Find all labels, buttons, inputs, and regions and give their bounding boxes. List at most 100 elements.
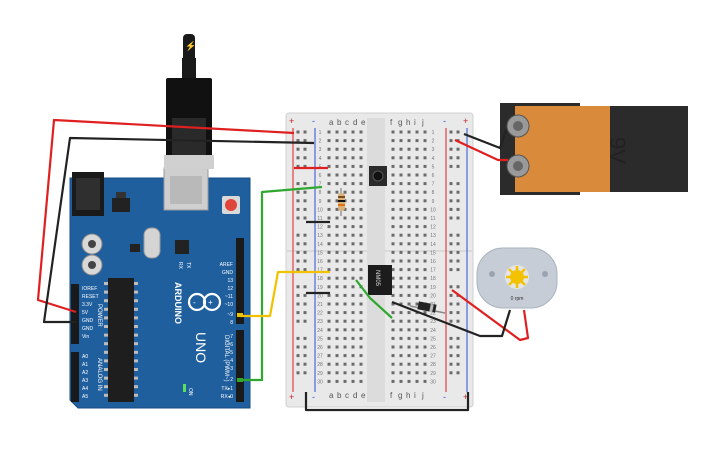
- breadboard-hole[interactable]: [359, 311, 363, 315]
- breadboard-hole[interactable]: [327, 242, 331, 246]
- breadboard-hole[interactable]: [351, 156, 355, 160]
- rail-hole[interactable]: [296, 285, 300, 289]
- breadboard-hole[interactable]: [351, 371, 355, 375]
- breadboard-hole[interactable]: [359, 216, 363, 220]
- breadboard-hole[interactable]: [423, 164, 427, 168]
- breadboard-hole[interactable]: [351, 130, 355, 134]
- breadboard-hole[interactable]: [359, 199, 363, 203]
- breadboard-hole[interactable]: [359, 293, 363, 297]
- breadboard-hole[interactable]: [359, 173, 363, 177]
- digital-header-top[interactable]: [236, 238, 244, 324]
- breadboard-hole[interactable]: [423, 276, 427, 280]
- breadboard-hole[interactable]: [351, 147, 355, 151]
- breadboard-hole[interactable]: [391, 354, 395, 358]
- rail-hole[interactable]: [296, 345, 300, 349]
- breadboard-hole[interactable]: [343, 362, 347, 366]
- breadboard-hole[interactable]: [327, 345, 331, 349]
- breadboard-hole[interactable]: [423, 371, 427, 375]
- rail-hole[interactable]: [296, 293, 300, 297]
- breadboard-hole[interactable]: [407, 233, 411, 237]
- rail-hole[interactable]: [456, 311, 460, 315]
- breadboard-hole[interactable]: [415, 164, 419, 168]
- rail-hole[interactable]: [296, 242, 300, 246]
- rail-hole[interactable]: [303, 302, 307, 306]
- wire-green-pin2[interactable]: [240, 185, 323, 382]
- breadboard-hole[interactable]: [423, 362, 427, 366]
- breadboard-hole[interactable]: [399, 199, 403, 203]
- breadboard-hole[interactable]: [335, 173, 339, 177]
- breadboard-hole[interactable]: [327, 371, 331, 375]
- rail-hole[interactable]: [303, 268, 307, 272]
- arduino-uno-board[interactable]: - + ARDUINO UNO POWER ANALOG IN DIGITAL …: [69, 167, 251, 409]
- rail-hole[interactable]: [303, 216, 307, 220]
- breadboard-hole[interactable]: [399, 207, 403, 211]
- rail-hole[interactable]: [296, 182, 300, 186]
- breadboard-hole[interactable]: [391, 319, 395, 323]
- breadboard-hole[interactable]: [359, 336, 363, 340]
- breadboard-hole[interactable]: [423, 268, 427, 272]
- breadboard-hole[interactable]: [399, 371, 403, 375]
- breadboard-hole[interactable]: [343, 311, 347, 315]
- breadboard-hole[interactable]: [407, 311, 411, 315]
- breadboard-hole[interactable]: [407, 242, 411, 246]
- rail-hole[interactable]: [449, 242, 453, 246]
- breadboard-hole[interactable]: [399, 345, 403, 349]
- rail-hole[interactable]: [449, 139, 453, 143]
- breadboard-hole[interactable]: [407, 130, 411, 134]
- breadboard-hole[interactable]: [399, 293, 403, 297]
- breadboard-hole[interactable]: [359, 379, 363, 383]
- breadboard-hole[interactable]: [399, 276, 403, 280]
- breadboard-hole[interactable]: [423, 285, 427, 289]
- rail-hole[interactable]: [296, 190, 300, 194]
- rail-hole[interactable]: [303, 139, 307, 143]
- breadboard-hole[interactable]: [391, 216, 395, 220]
- breadboard-hole[interactable]: [407, 319, 411, 323]
- breadboard-hole[interactable]: [343, 139, 347, 143]
- breadboard-hole[interactable]: [351, 379, 355, 383]
- breadboard-hole[interactable]: [343, 250, 347, 254]
- usb-cable[interactable]: ⚡: [164, 34, 214, 169]
- breadboard-hole[interactable]: [351, 328, 355, 332]
- rail-hole[interactable]: [303, 354, 307, 358]
- rail-hole[interactable]: [456, 199, 460, 203]
- rail-hole[interactable]: [303, 156, 307, 160]
- breadboard-hole[interactable]: [327, 268, 331, 272]
- breadboard-hole[interactable]: [407, 173, 411, 177]
- breadboard-hole[interactable]: [399, 311, 403, 315]
- rail-hole[interactable]: [296, 139, 300, 143]
- breadboard-hole[interactable]: [359, 276, 363, 280]
- breadboard-hole[interactable]: [343, 276, 347, 280]
- rail-hole[interactable]: [449, 259, 453, 263]
- breadboard-hole[interactable]: [335, 207, 339, 211]
- breadboard-hole[interactable]: [415, 259, 419, 263]
- breadboard-hole[interactable]: [335, 336, 339, 340]
- breadboard-hole[interactable]: [399, 259, 403, 263]
- rail-hole[interactable]: [449, 354, 453, 358]
- breadboard-hole[interactable]: [335, 242, 339, 246]
- breadboard-hole[interactable]: [415, 199, 419, 203]
- breadboard-hole[interactable]: [423, 199, 427, 203]
- breadboard-hole[interactable]: [423, 311, 427, 315]
- breadboard-hole[interactable]: [407, 225, 411, 229]
- breadboard-hole[interactable]: [343, 319, 347, 323]
- breadboard-hole[interactable]: [415, 285, 419, 289]
- rail-hole[interactable]: [449, 371, 453, 375]
- rail-hole[interactable]: [303, 147, 307, 151]
- breadboard-hole[interactable]: [407, 354, 411, 358]
- breadboard-hole[interactable]: [399, 216, 403, 220]
- breadboard-hole[interactable]: [343, 354, 347, 358]
- breadboard-hole[interactable]: [415, 190, 419, 194]
- breadboard-hole[interactable]: [351, 345, 355, 349]
- breadboard-hole[interactable]: [359, 354, 363, 358]
- rail-hole[interactable]: [456, 130, 460, 134]
- breadboard-hole[interactable]: [407, 328, 411, 332]
- rail-hole[interactable]: [449, 250, 453, 254]
- breadboard-hole[interactable]: [423, 207, 427, 211]
- breadboard-hole[interactable]: [343, 371, 347, 375]
- breadboard-hole[interactable]: [327, 182, 331, 186]
- dc-motor[interactable]: 0 rpm: [476, 247, 558, 309]
- breadboard-hole[interactable]: [407, 216, 411, 220]
- breadboard-hole[interactable]: [407, 302, 411, 306]
- rail-hole[interactable]: [456, 371, 460, 375]
- breadboard-hole[interactable]: [327, 164, 331, 168]
